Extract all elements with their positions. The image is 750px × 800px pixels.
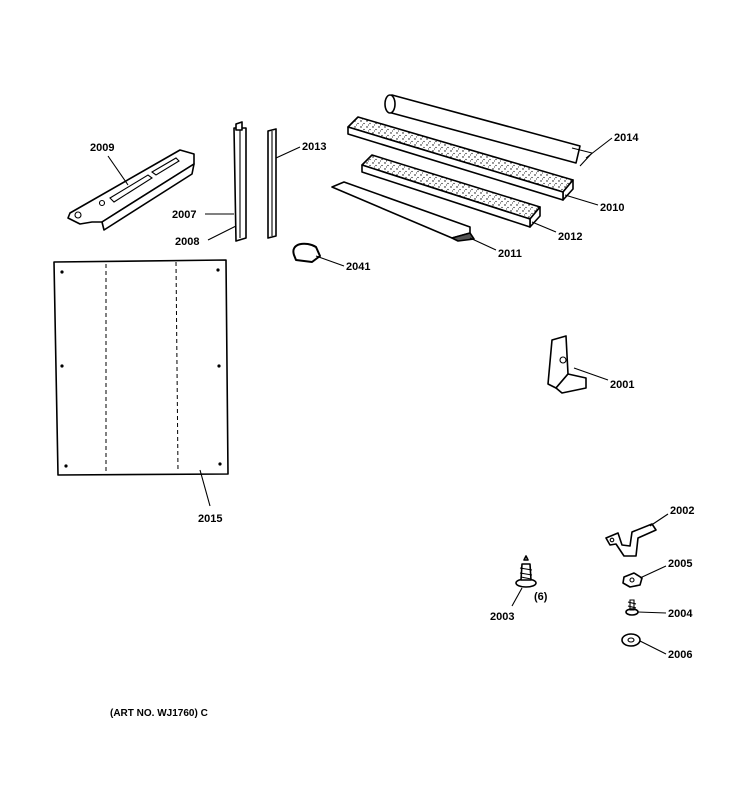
leader-2005 (639, 565, 667, 579)
label-2008: 2008 (175, 236, 199, 248)
leader-2015 (199, 469, 211, 507)
label-2004: 2004 (668, 608, 693, 620)
leader-2003 (511, 587, 523, 607)
label-2041: 2041 (346, 261, 370, 273)
leader-2012 (531, 221, 557, 233)
leader-2006 (639, 640, 667, 655)
label-2014: 2014 (614, 132, 639, 144)
part-2011-gasket (331, 181, 475, 242)
part-2041-clip (292, 242, 321, 263)
leader-2008 (207, 225, 237, 241)
leader-2011 (469, 237, 497, 251)
label-2015: 2015 (198, 513, 222, 525)
leader-2041 (315, 255, 345, 267)
label-2009: 2009 (90, 142, 114, 154)
part-2010-foam (347, 116, 574, 201)
label-2005: 2005 (668, 558, 692, 570)
part-2004-screw (625, 599, 639, 616)
label-2011: 2011 (498, 248, 522, 260)
part-2006-washer (621, 633, 641, 647)
part-2009-bracket (67, 149, 195, 231)
leader-2002 (649, 513, 669, 527)
part-2014-tube (384, 94, 594, 167)
part-2002-strap (605, 523, 657, 557)
leader-2010 (564, 194, 599, 206)
part-2007-2008-channel (233, 121, 247, 242)
part-2013-strip (267, 128, 277, 239)
leader-2014 (585, 137, 613, 159)
part-2005-nut (622, 572, 643, 588)
label-2007: 2007 (172, 209, 196, 221)
part-2015-panel (53, 259, 229, 476)
label-2003-quantity: (6) (534, 591, 548, 603)
leader-2013 (275, 146, 301, 159)
leader-2009 (107, 155, 129, 186)
label-2002: 2002 (670, 505, 694, 517)
label-2013: 2013 (302, 141, 326, 153)
label-2010: 2010 (600, 202, 624, 214)
label-2012: 2012 (558, 231, 582, 243)
leader-2004 (637, 611, 667, 614)
label-2003: 2003 (490, 611, 514, 623)
leader-2001 (573, 367, 609, 381)
label-2001: 2001 (610, 379, 634, 391)
part-2001-bracket (547, 335, 587, 394)
label-2006: 2006 (668, 649, 692, 661)
art-number: (ART NO. WJ1760) C (110, 708, 208, 719)
part-2003-screw (515, 555, 537, 588)
